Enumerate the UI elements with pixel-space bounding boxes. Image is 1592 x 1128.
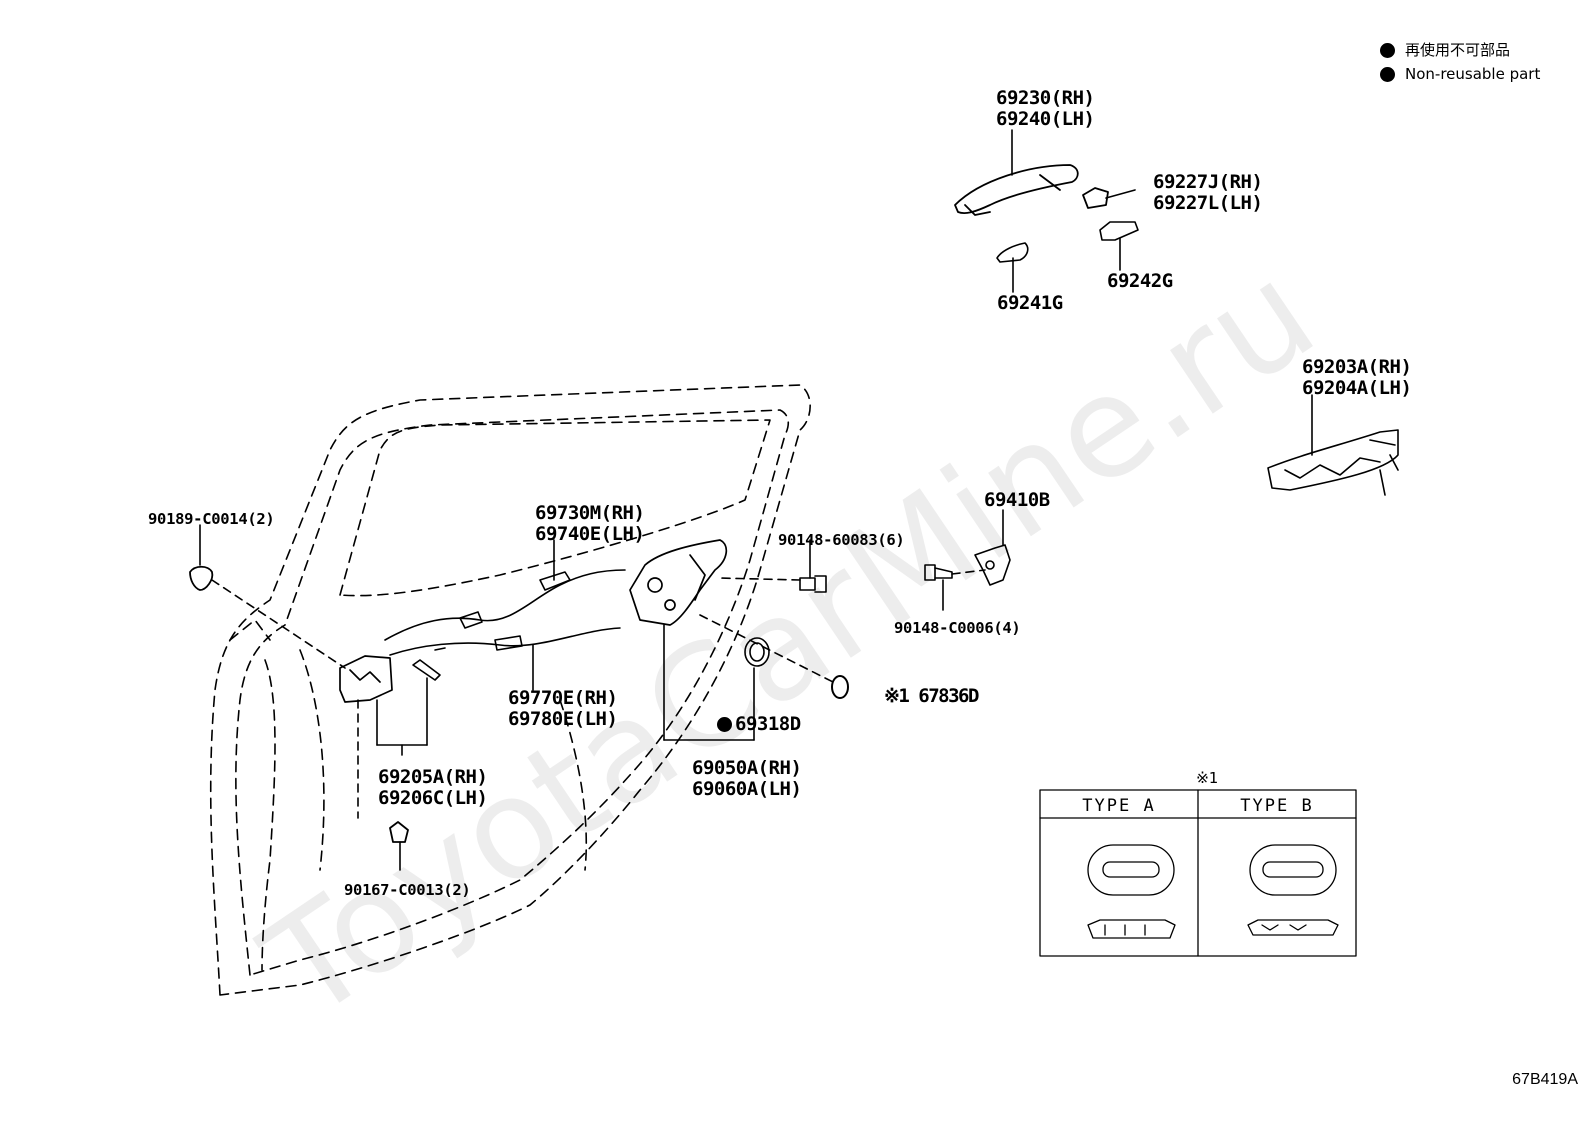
leader-line	[211, 579, 346, 669]
lock-cables	[384, 569, 626, 656]
part-label-69230: 69230(RH)	[996, 87, 1095, 109]
handle-screw	[389, 821, 409, 843]
door-striker	[974, 544, 1011, 586]
part-label-69205a: 69205A(RH)	[378, 766, 488, 788]
bullet-icon	[1380, 42, 1395, 58]
door-lock-assembly	[629, 539, 728, 626]
clip	[189, 565, 214, 591]
part-label-69770e: 69770E(RH)	[508, 687, 618, 709]
part-label-69050a: 69050A(RH)	[692, 757, 802, 779]
type-table-note: ※1	[1196, 769, 1218, 787]
handle-pad-rear	[1099, 221, 1139, 241]
part-label-67836d: ※1 67836D	[884, 685, 979, 707]
handle-pad-front	[996, 242, 1029, 263]
part-label-69241g: 69241G	[997, 292, 1063, 314]
part-label-90167: 90167-C0013(2)	[344, 881, 471, 899]
part-label-90148-c0006: 90148-C0006(4)	[894, 619, 1021, 637]
part-label-69203a: 69203A(RH)	[1302, 356, 1412, 378]
type-b-header: TYPE B	[1240, 796, 1314, 816]
type-table	[1039, 789, 1357, 957]
leader-line	[951, 569, 986, 575]
grommet	[831, 675, 849, 699]
part-label-69730m: 69730M(RH)	[535, 502, 645, 524]
striker-bolt	[924, 564, 953, 581]
handle-cap	[1082, 187, 1109, 209]
part-label-69227l: 69227L(LH)	[1153, 192, 1263, 214]
inside-handle-screw	[412, 659, 441, 681]
non-reusable-bullet-icon	[717, 717, 732, 732]
leader-line	[717, 577, 801, 581]
lock-bolt	[799, 575, 827, 593]
part-label-69060a: 69060A(LH)	[692, 778, 802, 800]
part-label-69240: 69240(LH)	[996, 108, 1095, 130]
part-label-69318d: 69318D	[735, 713, 801, 735]
leader-line	[1105, 189, 1136, 199]
part-label-69206c: 69206C(LH)	[378, 787, 488, 809]
part-label-90148-60083: 90148-60083(6)	[778, 531, 905, 549]
handle-frame	[1267, 429, 1399, 496]
part-label-69204a: 69204A(LH)	[1302, 377, 1412, 399]
legend-text-jp: 再使用不可部品	[1405, 41, 1511, 59]
exploded-parts-diagram	[189, 129, 1399, 996]
outside-handle	[954, 164, 1079, 216]
part-label-69780e: 69780E(LH)	[508, 708, 618, 730]
bullet-icon	[1380, 66, 1395, 82]
part-label-69242g: 69242G	[1107, 270, 1173, 292]
leader-line	[699, 614, 836, 684]
door-outline	[209, 384, 811, 996]
part-label-69227j: 69227J(RH)	[1153, 171, 1263, 193]
legend-row-jp: 再使用不可部品	[1380, 38, 1540, 62]
figure-code: 67B419A	[1512, 1071, 1578, 1088]
legend-row-en: Non-reusable part	[1380, 62, 1540, 86]
inside-handle	[339, 655, 393, 703]
type-a-header: TYPE A	[1082, 796, 1156, 816]
legend-text-en: Non-reusable part	[1405, 65, 1541, 83]
part-label-69410b: 69410B	[984, 489, 1050, 511]
part-label-90189: 90189-C0014(2)	[148, 510, 275, 528]
seal-ring	[744, 637, 770, 667]
legend: 再使用不可部品 Non-reusable part	[1380, 38, 1540, 86]
part-label-69740e: 69740E(LH)	[535, 523, 645, 545]
